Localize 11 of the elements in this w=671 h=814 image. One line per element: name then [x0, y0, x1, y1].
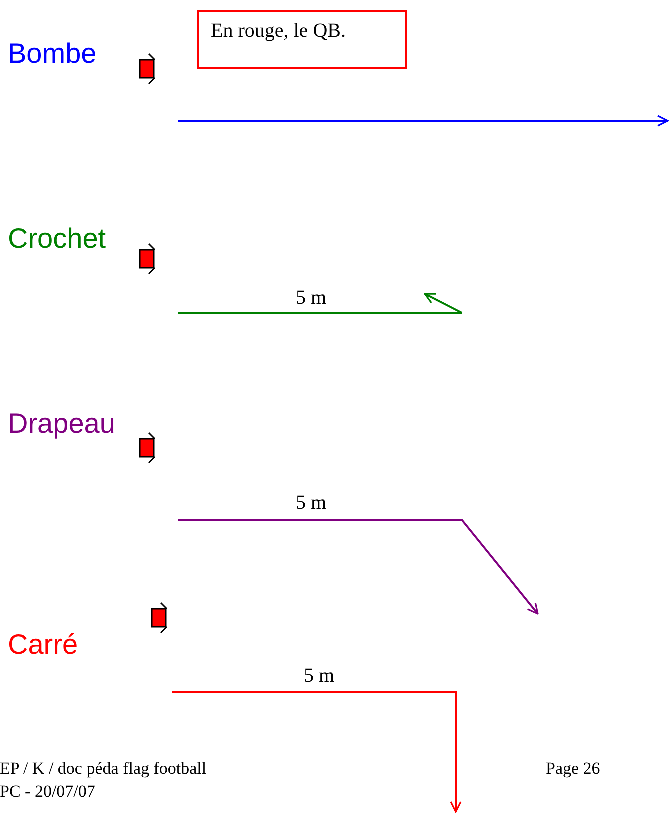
route-name: Crochet: [8, 225, 106, 253]
route-name: Bombe: [8, 40, 97, 68]
footer-text: EP / K / doc péda flag football: [0, 760, 207, 777]
page-number: Page 26: [546, 760, 600, 777]
distance-label: 5 m: [304, 666, 335, 686]
note-box: En rouge, le QB.: [197, 10, 407, 69]
distance-label: 5 m: [296, 288, 327, 308]
distance-label: 5 m: [296, 493, 327, 513]
route-name: Carré: [8, 631, 78, 659]
footer-text: PC - 20/07/07: [0, 783, 96, 800]
route-name: Drapeau: [8, 410, 116, 438]
